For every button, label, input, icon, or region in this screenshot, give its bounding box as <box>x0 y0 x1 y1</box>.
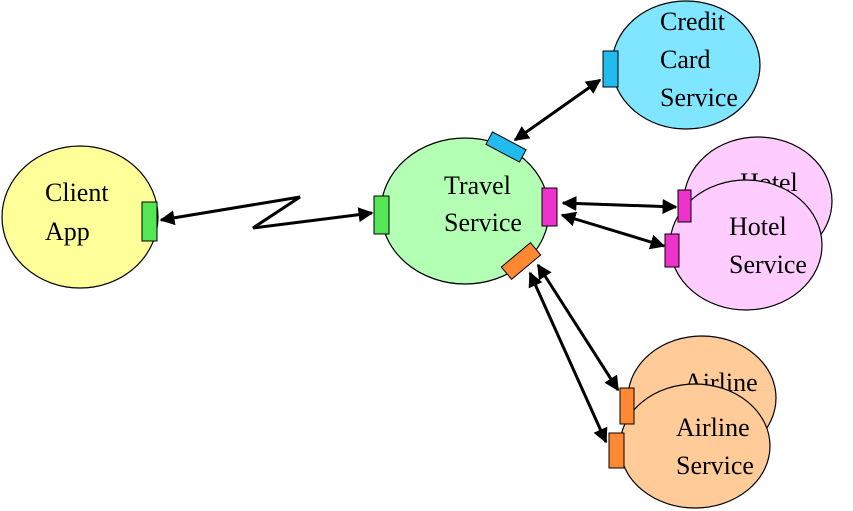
travel-creditcard-link <box>513 78 602 142</box>
client-app-label-line-1: Client <box>45 178 109 207</box>
airline-service-front-node: Airline Service <box>619 383 771 509</box>
travel-airline-port <box>500 241 542 281</box>
hotel-service-front-node: Hotel Service <box>669 179 823 311</box>
hotel-service-front-label-line-1: Hotel <box>729 212 787 241</box>
airline-service-front-label-line-2: Service <box>676 451 754 480</box>
travel-service-label-line-1: Travel <box>444 171 511 200</box>
client-app-node: Client App <box>1 145 159 289</box>
airline-service-front-label: Airline Service <box>676 413 756 480</box>
travel-airline-back-link <box>536 263 620 392</box>
travel-hotel-port <box>541 187 558 227</box>
hotel-back-port <box>677 189 692 223</box>
travel-client-port <box>373 195 390 235</box>
ports <box>141 50 692 469</box>
airline-service-front-label-line-1: Airline <box>676 413 750 442</box>
travel-creditcard-port <box>485 131 527 163</box>
client-app-label: Client App <box>45 178 115 246</box>
credit-card-service-label: Credit Card Service <box>660 7 738 112</box>
hotel-front-port <box>664 233 680 268</box>
client-app-label-line-2: App <box>45 217 90 246</box>
airline-service-front-shape <box>619 383 771 509</box>
hotel-service-front-label-line-2: Service <box>729 250 807 279</box>
travel-hotel-front-link <box>560 211 666 250</box>
travel-hotel-back-link <box>561 195 678 215</box>
hotel-service-front-shape <box>669 179 823 311</box>
creditcard-port <box>602 50 619 88</box>
credit-card-service-label-line-1: Credit <box>660 7 726 36</box>
client-app-shape <box>1 145 159 289</box>
credit-card-service-node: Credit Card Service <box>611 0 761 130</box>
airline-back-port <box>619 387 635 425</box>
credit-card-service-label-line-3: Service <box>660 83 738 112</box>
client-app-port <box>141 201 158 242</box>
client-travel-link <box>159 195 374 230</box>
credit-card-service-label-line-2: Card <box>660 45 711 74</box>
hotel-service-front-label: Hotel Service <box>729 212 807 279</box>
travel-service-label-line-2: Service <box>444 208 522 237</box>
travel-airline-front-link <box>528 271 608 444</box>
travel-service-label: Travel Service <box>444 171 522 237</box>
connections <box>159 78 678 444</box>
airline-front-port <box>608 432 625 469</box>
